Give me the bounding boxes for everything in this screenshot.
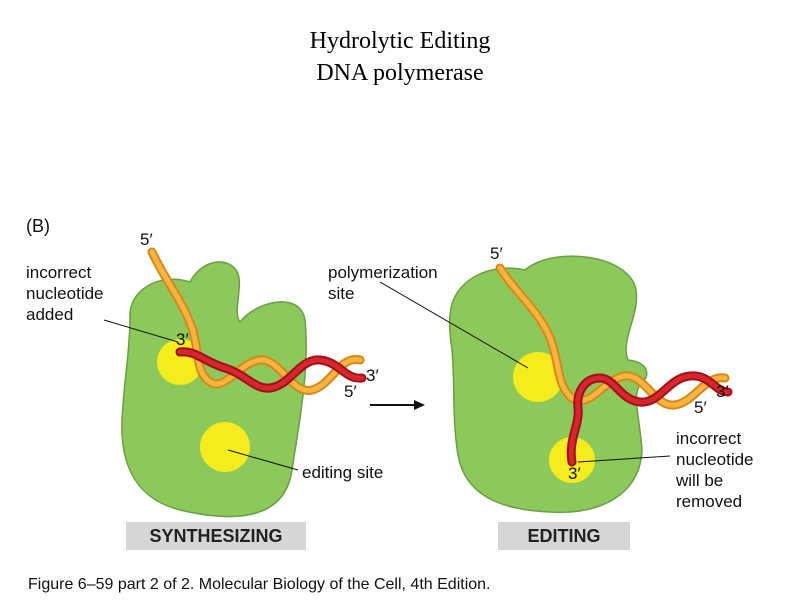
label-editing-site: editing site: [302, 463, 384, 482]
prime-3-right-editing: 3′: [716, 382, 729, 401]
leader-editing-site: [227, 449, 299, 471]
leader-polymerization-site: [379, 281, 529, 369]
prime-5-right-synthesizing: 5′: [344, 382, 357, 401]
label-polymerization-site: polymerization site: [328, 263, 438, 303]
label-incorrect-nucleotide-removed: incorrect nucleotide will be removed: [676, 429, 754, 511]
prime-3-right-synthesizing: 3′: [366, 366, 379, 385]
panel-label: (B): [26, 216, 50, 236]
polymerization-site-editing: [513, 352, 563, 402]
editing-site-synthesizing: [200, 422, 250, 472]
leader-incorrect-removed: [577, 455, 671, 463]
label-incorrect-nucleotide-added: incorrect nucleotide added: [26, 263, 104, 324]
figure-caption: Figure 6–59 part 2 of 2. Molecular Biolo…: [28, 576, 491, 593]
leader-incorrect-added: [103, 319, 179, 343]
prime-3-site-synthesizing: 3′: [176, 330, 189, 349]
prime-3-site-editing: 3′: [568, 464, 581, 483]
title-line-2: DNA polymerase: [316, 60, 484, 86]
prime-5-top-synthesizing: 5′: [140, 230, 153, 249]
prime-5-right-editing: 5′: [694, 398, 707, 417]
title-line-1: Hydrolytic Editing: [309, 28, 491, 54]
state-synthesizing: SYNTHESIZING: [126, 522, 306, 550]
prime-5-top-editing: 5′: [490, 244, 503, 263]
enzyme-body-synthesizing: [121, 261, 307, 518]
state-editing: EDITING: [498, 522, 630, 550]
